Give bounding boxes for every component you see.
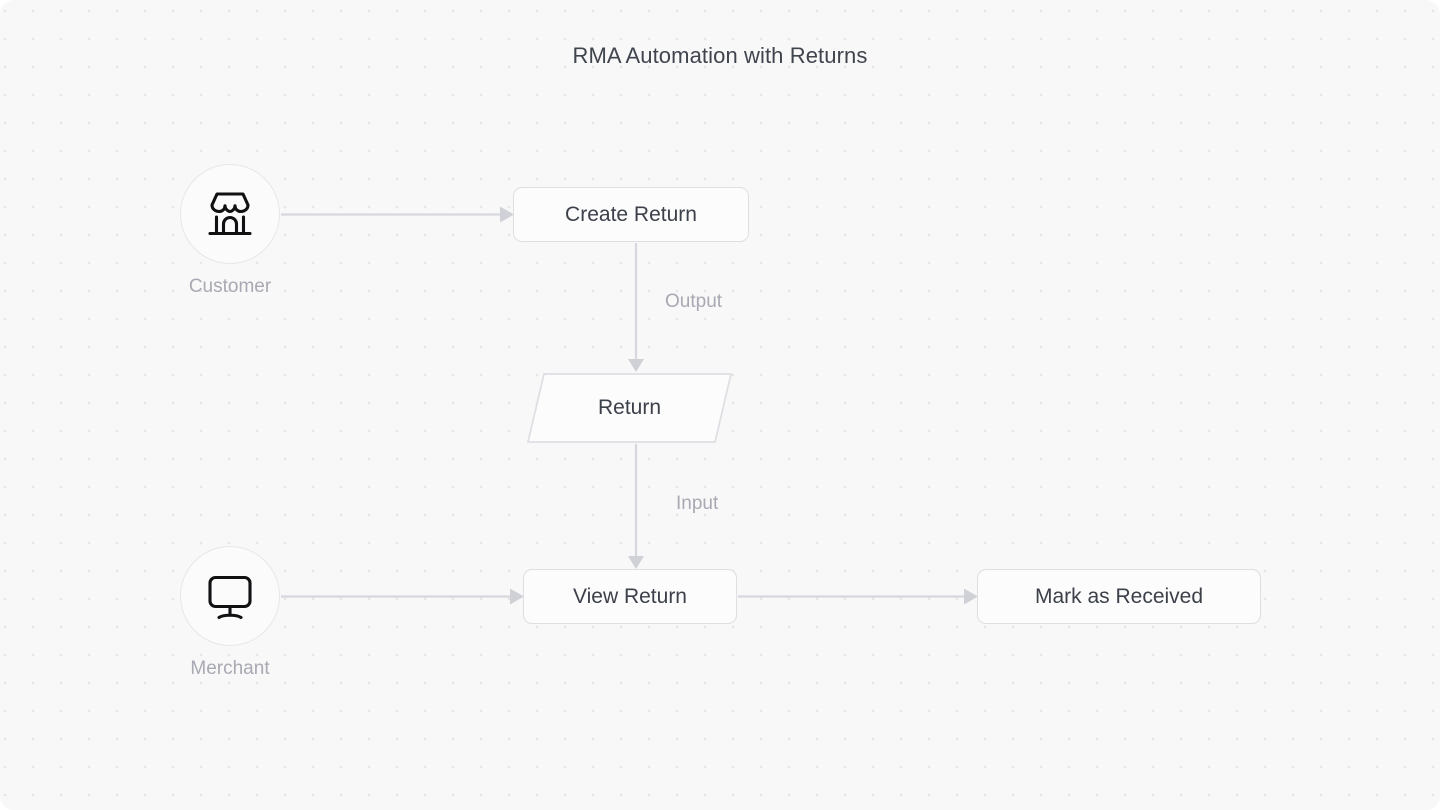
node-create-return[interactable]: Create Return [513, 187, 749, 242]
node-view-return[interactable]: View Return [523, 569, 737, 624]
page-title: RMA Automation with Returns [572, 43, 868, 68]
monitor-icon [202, 568, 258, 624]
avatar[interactable] [180, 164, 280, 264]
edge-view-return-to-mark-as-received [738, 588, 978, 605]
actor-merchant[interactable]: Merchant [180, 546, 280, 681]
edge-create-return-to-return [628, 243, 644, 372]
actor-label-customer: Customer [188, 276, 272, 297]
edge-customer-to-create-return [281, 206, 514, 223]
edge-label-input: Input [676, 493, 719, 514]
actor-customer[interactable]: Customer [180, 164, 280, 299]
storefront-icon [202, 186, 258, 242]
node-return[interactable]: Return [527, 373, 732, 443]
node-mark-as-received[interactable]: Mark as Received [977, 569, 1261, 624]
actor-label-merchant: Merchant [190, 658, 270, 679]
edge-merchant-to-view-return [281, 588, 524, 605]
parallelogram-shape [527, 373, 732, 443]
edge-return-to-view-return [628, 444, 644, 569]
avatar[interactable] [180, 546, 280, 646]
edge-label-output: Output [665, 291, 723, 312]
node-return-label: Return [597, 396, 662, 419]
